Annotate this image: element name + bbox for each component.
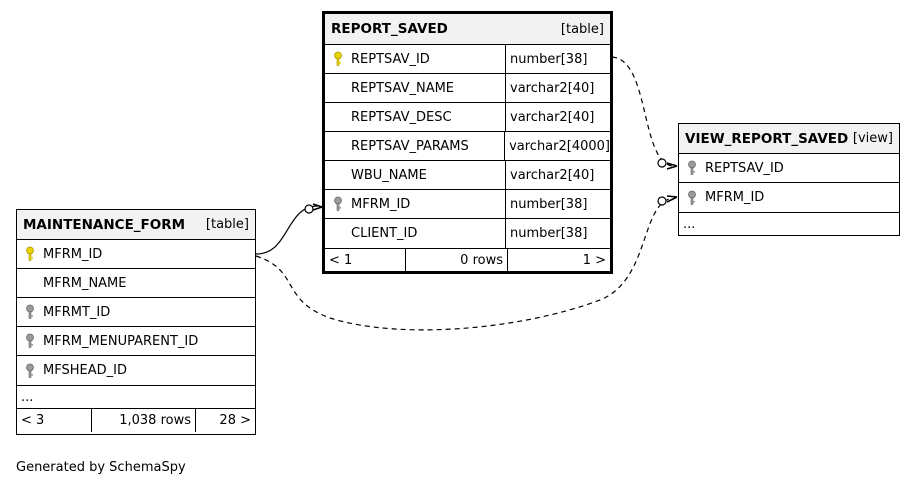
parents-count[interactable]: < 3 bbox=[21, 413, 45, 428]
table-kind: [table] bbox=[205, 217, 249, 232]
column-name: MFRMT_ID bbox=[43, 304, 111, 320]
table-footer: < 3 1,038 rows 28 > bbox=[17, 409, 255, 432]
table-maintenance-form[interactable]: MAINTENANCE_FORM [table] MFRM_ID MFRM_NAM… bbox=[16, 209, 256, 435]
row-count: 1,038 rows bbox=[91, 409, 195, 432]
link-end-circle bbox=[657, 158, 667, 168]
link-end-crowfoot bbox=[666, 162, 678, 170]
generated-by-credit: Generated by SchemaSpy bbox=[16, 460, 186, 475]
column-name-cell: MFRM_ID bbox=[17, 240, 255, 268]
column-name: CLIENT_ID bbox=[351, 226, 418, 241]
table-name: MAINTENANCE_FORM bbox=[23, 216, 186, 233]
foreign-key-icon bbox=[333, 196, 343, 212]
table-kind: [table] bbox=[560, 21, 604, 37]
link-end-circle bbox=[304, 204, 314, 214]
column-name-cell: MFRM_MENUPARENT_ID bbox=[17, 327, 255, 355]
column-row[interactable]: REPTSAV_DESC varchar2[40] bbox=[325, 103, 610, 132]
column-row[interactable]: MFRM_MENUPARENT_ID bbox=[17, 327, 255, 356]
column-list: MFRM_ID MFRM_NAME MFRMT_ID MFRM_MENUPARENT_… bbox=[17, 240, 255, 386]
column-type: varchar2[40] bbox=[505, 161, 610, 189]
column-name: MFRM_NAME bbox=[43, 275, 127, 291]
primary-key-icon bbox=[25, 246, 35, 262]
column-row[interactable]: REPTSAV_PARAMS varchar2[4000] bbox=[325, 132, 610, 161]
column-name-cell: REPTSAV_ID bbox=[325, 45, 505, 73]
table-footer: < 1 0 rows 1 > bbox=[325, 249, 610, 272]
column-name: MFRM_ID bbox=[43, 246, 103, 262]
column-name-cell: REPTSAV_DESC bbox=[325, 103, 505, 131]
children-count[interactable]: 28 > bbox=[195, 409, 255, 432]
more-columns: ... bbox=[17, 386, 255, 409]
table-header: VIEW_REPORT_SAVED [view] bbox=[679, 124, 899, 154]
foreign-key-icon bbox=[25, 333, 35, 349]
column-row[interactable]: REPTSAV_ID number[38] bbox=[325, 45, 610, 74]
column-row[interactable]: WBU_NAME varchar2[40] bbox=[325, 161, 610, 190]
column-type: number[38] bbox=[505, 45, 610, 73]
table-header: MAINTENANCE_FORM [table] bbox=[17, 210, 255, 240]
column-type: varchar2[40] bbox=[505, 74, 610, 102]
column-name-cell: REPTSAV_ID bbox=[679, 154, 899, 182]
column-row[interactable]: REPTSAV_ID bbox=[679, 154, 899, 183]
primary-key-icon bbox=[333, 51, 343, 67]
column-row[interactable]: MFSHEAD_ID bbox=[17, 356, 255, 385]
column-list: REPTSAV_ID MFRM_ID bbox=[679, 154, 899, 213]
column-list: REPTSAV_ID number[38] REPTSAV_NAME varchar2… bbox=[325, 45, 610, 249]
column-name: MFRM_MENUPARENT_ID bbox=[43, 333, 199, 349]
column-name-cell: MFRM_ID bbox=[325, 190, 505, 218]
column-type: number[38] bbox=[505, 190, 610, 218]
column-name-cell: CLIENT_ID bbox=[325, 219, 505, 248]
column-row[interactable]: CLIENT_ID number[38] bbox=[325, 219, 610, 248]
column-name-cell: MFRMT_ID bbox=[17, 298, 255, 326]
parents-count[interactable]: < 1 bbox=[329, 253, 353, 268]
table-header: REPORT_SAVED [table] bbox=[325, 14, 610, 45]
column-row[interactable]: MFRM_ID bbox=[679, 183, 899, 212]
column-row[interactable]: MFRM_NAME bbox=[17, 269, 255, 298]
column-name: REPTSAV_NAME bbox=[351, 80, 455, 96]
foreign-key-icon bbox=[687, 160, 697, 176]
table-name: VIEW_REPORT_SAVED bbox=[685, 130, 849, 147]
column-name: WBU_NAME bbox=[351, 167, 427, 183]
column-row[interactable]: MFRM_ID bbox=[17, 240, 255, 269]
table-kind: [view] bbox=[852, 131, 893, 146]
column-name: MFRM_ID bbox=[351, 196, 411, 212]
column-name-cell: MFSHEAD_ID bbox=[17, 356, 255, 385]
link-end-crowfoot bbox=[312, 203, 323, 211]
column-name: REPTSAV_DESC bbox=[351, 109, 452, 125]
column-name-cell: REPTSAV_NAME bbox=[325, 74, 505, 102]
foreign-key-icon bbox=[25, 304, 35, 320]
children-count[interactable]: 1 > bbox=[507, 249, 610, 272]
column-name: MFSHEAD_ID bbox=[43, 363, 127, 378]
table-name: REPORT_SAVED bbox=[331, 21, 448, 37]
column-type: number[38] bbox=[505, 219, 610, 248]
column-row[interactable]: REPTSAV_NAME varchar2[40] bbox=[325, 74, 610, 103]
column-type: varchar2[40] bbox=[505, 103, 610, 131]
link-end-crowfoot bbox=[666, 195, 678, 203]
row-count: 0 rows bbox=[405, 249, 507, 272]
column-name: REPTSAV_PARAMS bbox=[351, 138, 469, 154]
link-end-circle bbox=[657, 196, 667, 206]
view-report-saved[interactable]: VIEW_REPORT_SAVED [view] REPTSAV_ID MFRM_… bbox=[678, 123, 900, 236]
foreign-key-icon bbox=[687, 190, 697, 206]
foreign-key-icon bbox=[25, 363, 35, 379]
column-name: REPTSAV_ID bbox=[705, 160, 784, 176]
column-name-cell: MFRM_ID bbox=[679, 183, 899, 212]
column-name-cell: MFRM_NAME bbox=[17, 269, 255, 297]
column-row[interactable]: MFRM_ID number[38] bbox=[325, 190, 610, 219]
more-columns: ... bbox=[683, 217, 696, 232]
column-name: MFRM_ID bbox=[705, 190, 765, 205]
column-row[interactable]: MFRMT_ID bbox=[17, 298, 255, 327]
column-name: REPTSAV_ID bbox=[351, 51, 430, 67]
table-report-saved[interactable]: REPORT_SAVED [table] REPTSAV_ID number[38… bbox=[322, 11, 613, 274]
column-name-cell: WBU_NAME bbox=[325, 161, 505, 189]
column-name-cell: REPTSAV_PARAMS bbox=[325, 132, 504, 160]
column-type: varchar2[4000] bbox=[504, 132, 610, 160]
link-reportsaved-view bbox=[611, 56, 673, 167]
